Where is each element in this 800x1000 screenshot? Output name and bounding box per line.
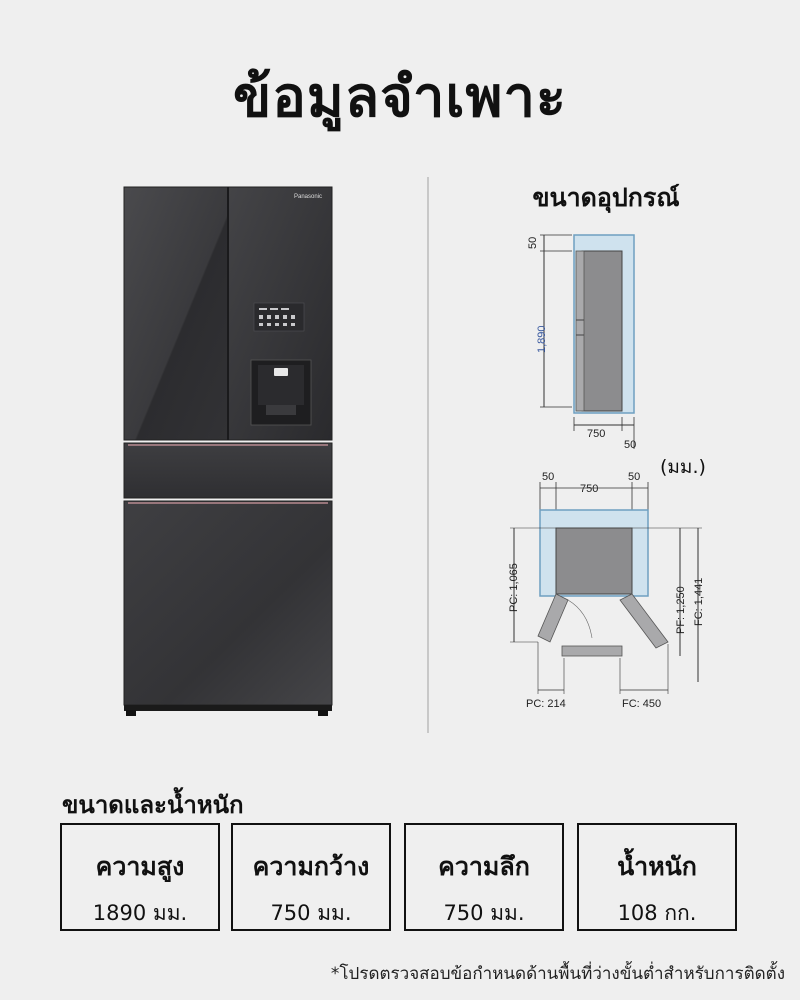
spec-value: 750 มม. [270, 901, 352, 925]
side-top-clearance-label: 50 [527, 237, 539, 249]
side-height-label: 1,890 [536, 325, 548, 353]
top-fc-door-label: FC: 450 [622, 698, 661, 710]
dimensions-heading: ขนาดอุปกรณ์ [532, 183, 680, 212]
top-pc-door-label: PC: 214 [526, 698, 566, 710]
unit-label: (มม.) [660, 456, 706, 478]
spec-value: 1890 มม. [92, 901, 188, 925]
installation-footnote: *โปรดตรวจสอบข้อกำหนดด้านพื้นที่ว่างขั้นต… [330, 964, 785, 984]
spec-label: ความสูง [95, 852, 185, 881]
spec-label: ความกว้าง [252, 852, 370, 881]
brand-badge: Panasonic [294, 194, 322, 200]
spec-label: ความลึก [438, 852, 530, 881]
top-width-label: 750 [580, 483, 598, 495]
page-title: ข้อมูลจำเพาะ [233, 65, 567, 130]
top-view-diagram: 50 750 50 PC: 1,065 PF: 1,250 FC: 1,441 … [508, 471, 705, 710]
refrigerator-image: Panasonic [123, 186, 333, 716]
spec-card-height: ความสูง 1890 มม. [60, 823, 220, 931]
top-pf-depth-label: PF: 1,250 [675, 586, 687, 634]
top-fc-depth-label: FC: 1,441 [693, 578, 705, 626]
side-rear-clearance-label: 50 [624, 439, 636, 451]
vertical-divider [427, 177, 429, 733]
spec-card-depth: ความลึก 750 มม. [404, 823, 564, 931]
top-right-clearance-label: 50 [628, 471, 640, 483]
spec-label: น้ำหนัก [617, 852, 697, 881]
side-depth-label: 750 [587, 428, 605, 440]
size-weight-heading: ขนาดและน้ำหนัก [62, 791, 244, 819]
spec-value: 108 กก. [617, 901, 697, 925]
top-pc-depth-label: PC: 1,065 [508, 563, 520, 612]
top-left-clearance-label: 50 [542, 471, 554, 483]
spec-card-width: ความกว้าง 750 มม. [231, 823, 391, 931]
spec-value: 750 มม. [443, 901, 525, 925]
spec-card-weight: น้ำหนัก 108 กก. [577, 823, 737, 931]
side-view-diagram: 50 1,890 750 50 [527, 234, 636, 451]
